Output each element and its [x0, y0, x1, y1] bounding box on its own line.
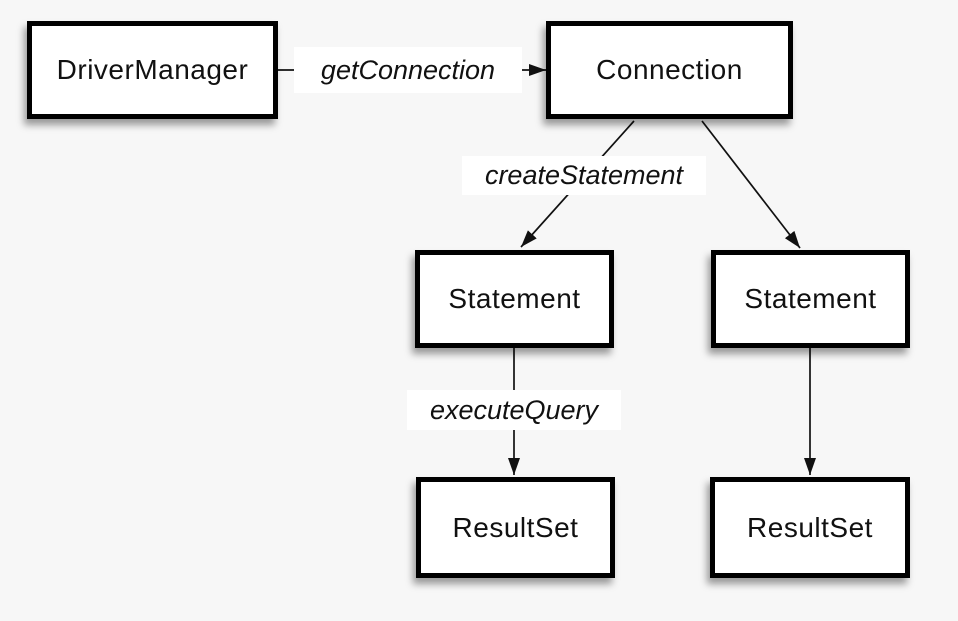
edge-label-getconnection: getConnection [294, 47, 522, 93]
edge-label-getconnection-text: getConnection [320, 54, 496, 85]
node-statement-left: Statement [415, 250, 614, 348]
node-drivermanager: DriverManager [27, 21, 278, 119]
node-connection-label: Connection [596, 54, 743, 85]
node-statement-right-label: Statement [744, 283, 877, 314]
node-resultset-right-label: ResultSet [747, 511, 873, 543]
edge-label-executequery: executeQuery [407, 390, 621, 430]
node-resultset-left: ResultSet [416, 477, 615, 578]
node-drivermanager-label: DriverManager [56, 54, 249, 85]
node-statement-right: Statement [711, 250, 910, 348]
node-connection: Connection [546, 21, 793, 119]
edge-connection-statement2-arrow [701, 120, 801, 249]
node-statement-left-label: Statement [448, 283, 581, 314]
edge-label-createstatement: createStatement [462, 156, 706, 195]
edge-label-executequery-text: executeQuery [429, 394, 599, 425]
node-resultset-right: ResultSet [710, 477, 910, 578]
node-resultset-left-label: ResultSet [452, 511, 579, 543]
edge-label-createstatement-text: createStatement [484, 160, 684, 190]
